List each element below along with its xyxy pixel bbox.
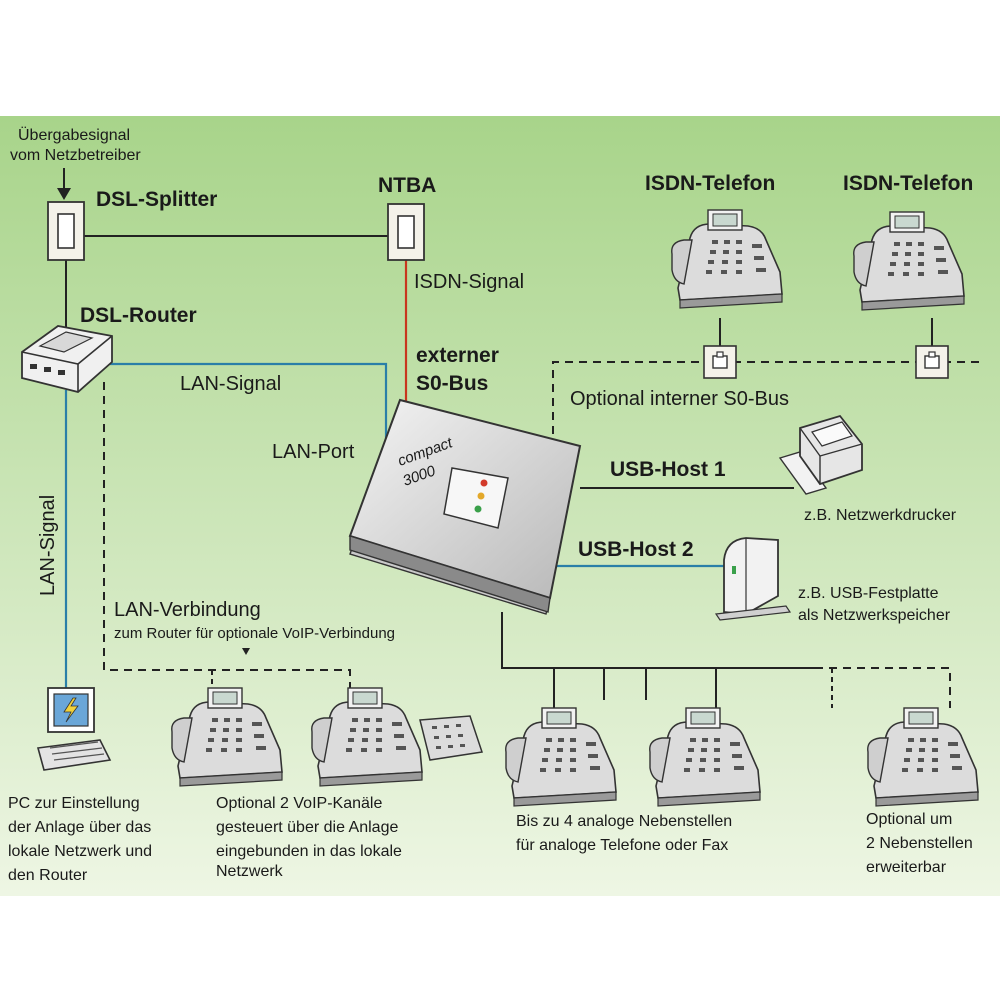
lan-port-label: LAN-Port [272, 441, 355, 463]
pc-caption-line3: lokale Netzwerk und [8, 843, 152, 860]
voip-caption-line4: Netzwerk [216, 863, 284, 880]
lan-connection-subtitle: zum Router für optionale VoIP-Verbindung [114, 625, 395, 642]
lan-signal-line [110, 362, 388, 468]
ntba-socket-icon [387, 203, 425, 261]
analog-caption-line2: für analoge Telefone oder Fax [516, 837, 728, 854]
external-s0-line1: externer [416, 344, 499, 367]
pc-caption-line2: der Anlage über das [8, 819, 151, 836]
isdn-phone-2-title: ISDN-Telefon [843, 172, 973, 195]
carrier-signal-line1: Übergabesignal [18, 126, 130, 144]
dsl-router-title: DSL-Router [80, 304, 197, 327]
lan-signal-label: LAN-Signal [180, 373, 281, 395]
usb-host-2-label: USB-Host 2 [578, 538, 694, 561]
ntba-title: NTBA [378, 174, 436, 197]
led-red [480, 479, 488, 487]
pc-caption-line4: den Router [8, 867, 88, 884]
expansion-dashed [815, 667, 951, 708]
lan-signal-vertical-label: LAN-Signal [37, 495, 59, 596]
expand-caption-line1: Optional um [866, 811, 952, 828]
s0-socket-icon [703, 345, 737, 379]
system-phone-icon [310, 687, 483, 787]
voip-caption-line3: eingebunden in das lokale [216, 843, 402, 860]
pc-icon [36, 687, 112, 771]
expand-caption-line3: erweiterbar [866, 859, 947, 876]
printer-icon [778, 414, 863, 495]
printer-caption: z.B. Netzwerkdrucker [804, 507, 957, 524]
external-s0-line2: S0-Bus [416, 372, 488, 395]
s0-socket-icon [915, 345, 949, 379]
carrier-signal-line2: vom Netzbetreiber [10, 147, 141, 164]
carrier-arrowhead [57, 188, 71, 200]
isdn-phone-1-title: ISDN-Telefon [645, 172, 775, 195]
connection-lines [57, 168, 985, 710]
compact-3000-device: compact 3000 [348, 398, 582, 615]
voip-caption-line2: gesteuert über die Anlage [216, 819, 398, 836]
usb-disk-icon [714, 537, 792, 621]
isdn-signal-label: ISDN-Signal [414, 271, 524, 293]
splitter-socket-icon [47, 201, 85, 261]
pc-caption-line1: PC zur Einstellung [8, 795, 140, 812]
disk-caption-line2: als Netzwerkspeicher [798, 607, 951, 624]
internal-s0-bus [552, 361, 985, 448]
lan-connection-title: LAN-Verbindung [114, 599, 261, 621]
disk-caption-line1: z.B. USB-Festplatte [798, 585, 939, 602]
usb-host-1-label: USB-Host 1 [610, 458, 726, 481]
lan-connection-arrowhead [242, 648, 250, 655]
expand-caption-line2: 2 Nebenstellen [866, 835, 973, 852]
internal-s0-label: Optional interner S0-Bus [570, 388, 789, 410]
led-green [474, 505, 482, 513]
dsl-splitter-title: DSL-Splitter [96, 188, 217, 211]
analog-caption-line1: Bis zu 4 analoge Nebenstellen [516, 813, 732, 830]
lan-connection-dashed [103, 382, 351, 690]
voip-caption-line1: Optional 2 VoIP-Kanäle [216, 795, 382, 812]
router-icon [21, 325, 113, 393]
analog-bus [501, 612, 815, 669]
labels: Übergabesignal vom Netzbetreiber DSL-Spl… [8, 126, 973, 884]
led-amber [477, 492, 485, 500]
